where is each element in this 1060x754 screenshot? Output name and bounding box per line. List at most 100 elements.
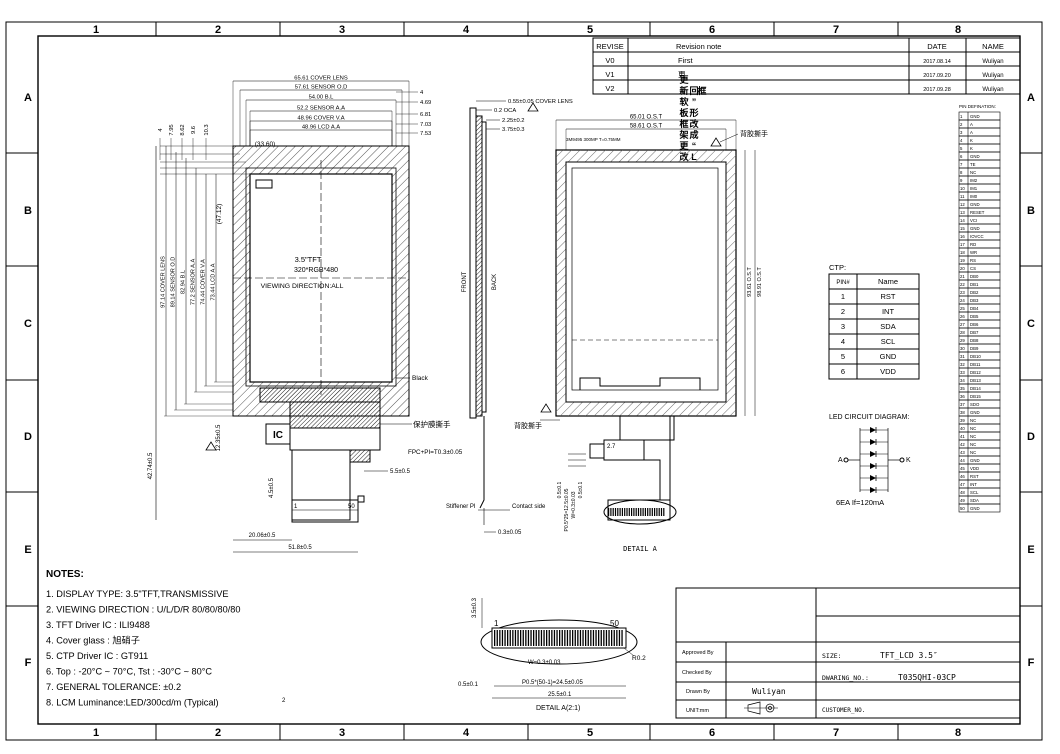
pin-row	[958, 303, 1001, 313]
pin-number: 20	[960, 266, 965, 271]
pin-row	[958, 143, 1001, 153]
border-row-label: D	[24, 431, 32, 443]
pin-name: NC	[970, 170, 976, 175]
border-col-label: 5	[587, 727, 593, 739]
border-col-label: 4	[463, 727, 470, 739]
pin-name: DB4	[970, 306, 979, 311]
fpc-pin	[651, 508, 653, 516]
notes-section: NOTES: 1. DISPLAY TYPE: 3.5"TFT,TRANSMIS…	[46, 569, 286, 708]
detail-total: 25.5±0.1	[548, 692, 572, 698]
back-dim-2-7: 2.7	[607, 444, 616, 450]
pin-name: GND	[970, 114, 980, 119]
dim-text: 8.62	[180, 124, 186, 135]
note-item: 1. DISPLAY TYPE: 3.5"TFT,TRANSMISSIVE	[46, 589, 228, 599]
rev-cell-note: 更	[678, 70, 686, 79]
rev-header-revise: REVISE	[596, 42, 624, 51]
pin-number: 12	[960, 202, 965, 207]
back-top-dimensions: 65.01 O.S.T58.61 O.S.T	[555, 115, 737, 150]
pin-number: 46	[960, 474, 965, 479]
border-col-label: 8	[955, 727, 961, 739]
dim-text: 6.81	[420, 112, 431, 118]
pin-number: 9	[960, 178, 963, 183]
fpc-pin	[624, 508, 626, 516]
tb-drawn-name: Wuliyan	[752, 687, 786, 696]
rev-note-char: 更	[679, 75, 689, 85]
dim-text: 4.69	[420, 100, 431, 106]
dim-text: 52.2 SENSOR A.A	[297, 106, 345, 112]
border-row-label: F	[1028, 657, 1035, 669]
dim-text: 10.3	[204, 124, 210, 135]
fpc-pin	[520, 630, 522, 646]
fpc-pin	[587, 630, 589, 646]
fpc-pin	[530, 630, 532, 646]
notes-title: NOTES:	[46, 569, 84, 580]
dim-12-35: 12.35±0.5	[216, 424, 222, 451]
ctp-title: CTP:	[829, 263, 846, 272]
pin-name: NC	[970, 442, 976, 447]
pin-name: RD	[970, 242, 976, 247]
pin-number: 18	[960, 250, 965, 255]
dim-text: 82.94 B.L	[181, 270, 187, 294]
inner-dim-width: (33.60)	[255, 141, 276, 148]
fpc-pin	[618, 630, 621, 646]
rev-note-char: 软	[679, 96, 689, 107]
led-title: LED CIRCUIT DIAGRAM:	[829, 414, 909, 421]
pin-name: NC	[970, 450, 976, 455]
fpc-pin	[512, 630, 514, 646]
fpc-pin	[598, 630, 600, 646]
border-row-label: A	[24, 92, 32, 104]
ctp-pin: 6	[841, 367, 845, 376]
pin-name: IM2	[970, 178, 978, 183]
fpc-pin	[610, 508, 612, 516]
border-col-label: 3	[339, 727, 345, 739]
detail-left-dim: 0.5±0.1	[458, 682, 479, 688]
fpc-pin	[559, 630, 561, 646]
pin-name: INT	[970, 482, 977, 487]
border-col-label: 2	[215, 24, 221, 36]
ctp-pin: 1	[841, 292, 845, 301]
dim-text: 73.44 LCD A.A	[211, 263, 217, 300]
pin-number: 37	[960, 402, 965, 407]
pin-number: 27	[960, 322, 965, 327]
pin-name: NC	[970, 434, 976, 439]
fpc-pin	[517, 630, 519, 646]
detail-thickness: 3.5±0.3	[472, 597, 478, 618]
fpc-pin	[546, 630, 548, 646]
fpc-pin	[585, 630, 587, 646]
border-row-label: C	[24, 318, 32, 330]
border-row-label: D	[1027, 431, 1035, 443]
notes-ref-mark: 2	[282, 698, 286, 704]
ctp-pin: 2	[841, 307, 845, 316]
ctp-name: RST	[881, 292, 896, 301]
dim-text: 58.61 O.S.T	[630, 124, 663, 130]
ctp-row	[828, 363, 920, 380]
pin-row	[958, 487, 1001, 497]
fpc-pin	[525, 630, 527, 646]
fpc-pin	[561, 630, 563, 646]
pin-number: 48	[960, 490, 965, 495]
pin-number: 45	[960, 466, 965, 471]
pin-row	[958, 343, 1001, 353]
pin-name: GND	[970, 202, 980, 207]
fpc-pin	[631, 508, 633, 516]
rev-note-char: 成	[689, 129, 698, 140]
fpc-pin	[654, 508, 656, 516]
tb-drawing-label: DWARING_NO.:	[822, 674, 869, 682]
led-diode-icon	[870, 475, 876, 481]
fpc-pin	[538, 630, 540, 646]
dim-text: 57.61 SENSOR O.D	[295, 85, 348, 91]
ctp-pin: 4	[841, 337, 845, 346]
pin-name: DB14	[970, 386, 981, 391]
fpc-pin	[660, 508, 663, 516]
fpc-pin	[626, 508, 628, 516]
pin-row	[958, 135, 1001, 145]
tb-approved: Approved By	[682, 650, 714, 656]
pin-number: 33	[960, 370, 965, 375]
back-dim-0-5-b: 0.5±0.1	[578, 481, 584, 498]
fpc-pin	[514, 630, 517, 646]
dim-text: 54.00 B.L	[309, 95, 335, 101]
fpc-pin	[633, 508, 635, 516]
